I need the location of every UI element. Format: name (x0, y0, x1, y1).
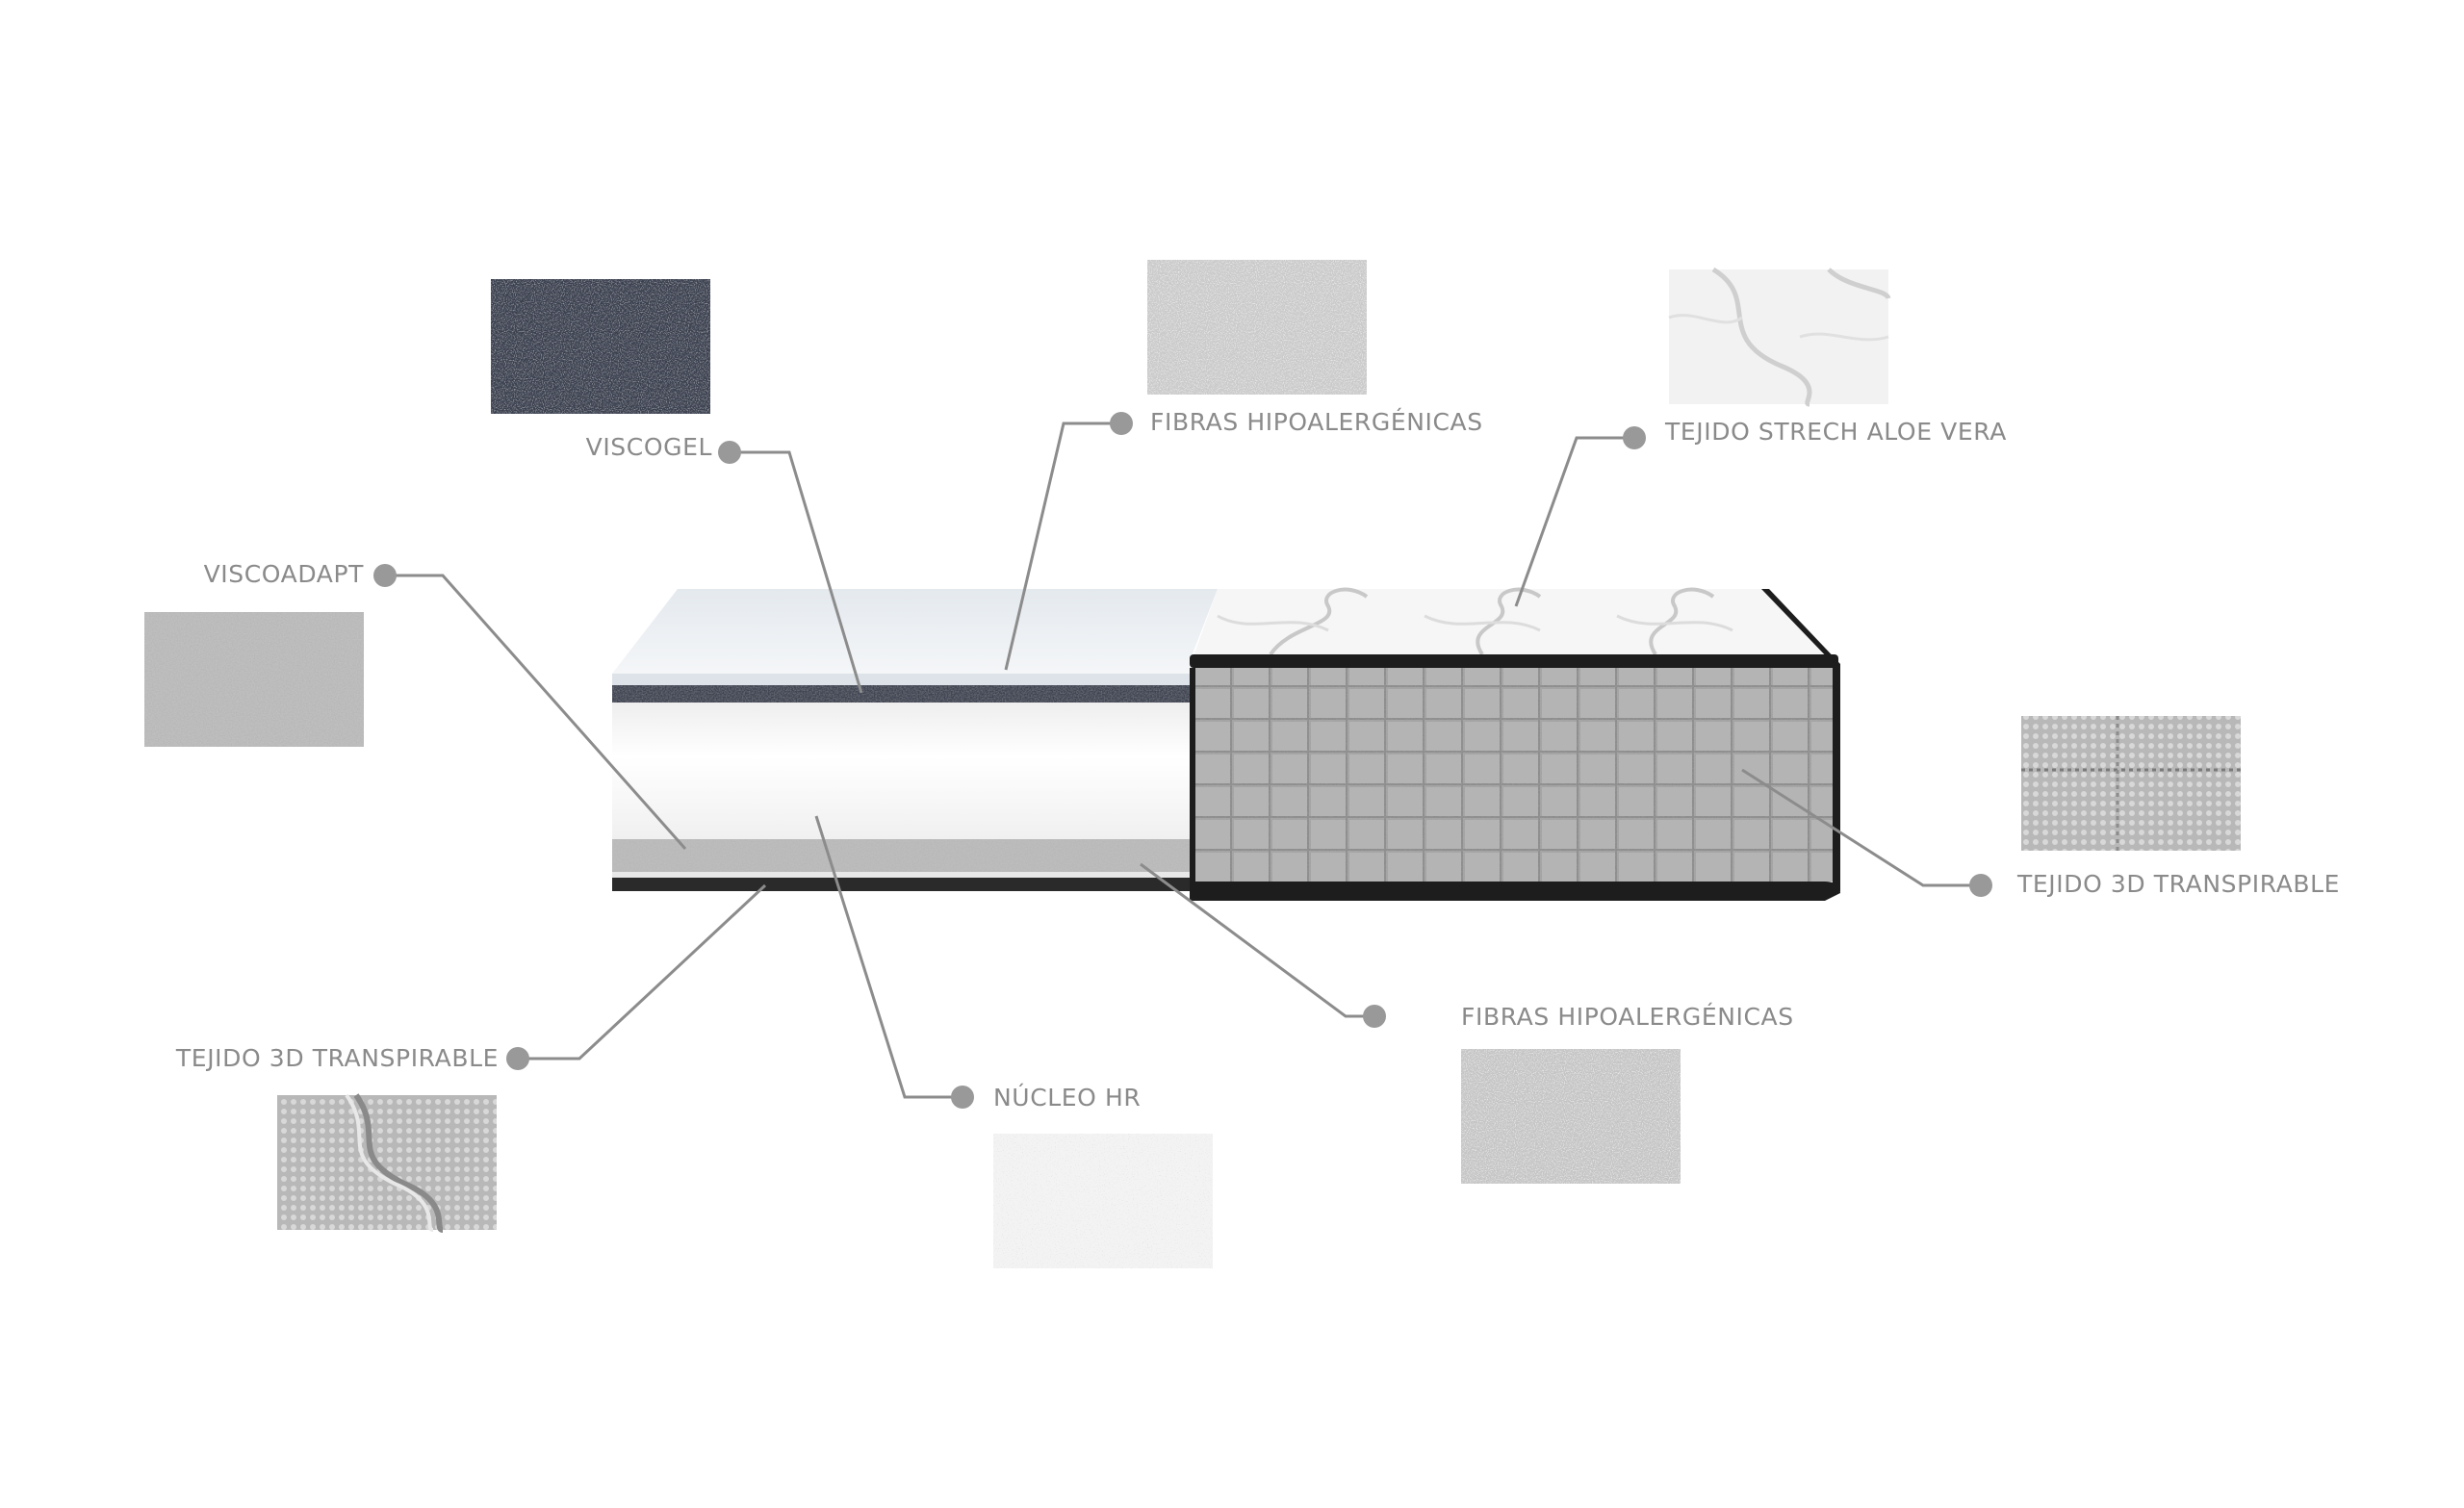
leader-nucleo (814, 815, 962, 1099)
label-fibras-bottom: FIBRAS HIPOALERGÉNICAS (1461, 1003, 1794, 1031)
dot-tejido3d-right (1969, 874, 1992, 897)
quilted-top-surface (1194, 589, 1834, 664)
leader-tejido3d-right (1741, 768, 1981, 887)
swatch-aloe (1668, 267, 1891, 407)
swatch-viscogel (491, 279, 710, 414)
swatch-fibras-bottom (1461, 1049, 1681, 1184)
label-viscogel: VISCOGEL (585, 433, 712, 461)
label-viscoadapt: VISCOADAPT (203, 560, 364, 588)
leader-viscogel (730, 450, 863, 694)
swatch-viscoadapt (144, 612, 364, 747)
dot-fibras-top (1110, 412, 1133, 435)
label-tejido3d-right: TEJIDO 3D TRANSPIRABLE (2017, 870, 2341, 898)
leader-lines (385, 422, 1981, 1099)
leader-tejido3d-left (518, 883, 767, 1061)
swatch-fibras-top (1147, 260, 1367, 395)
label-tejido3d-left: TEJIDO 3D TRANSPIRABLE (175, 1044, 499, 1072)
swatch-nucleo (993, 1134, 1213, 1268)
dot-aloe (1623, 426, 1646, 449)
leader-dots (373, 412, 1992, 1109)
bottom-border (612, 878, 1194, 891)
mattress-top-foam-face (612, 674, 1194, 685)
quilt-wave (1269, 587, 1715, 656)
dot-viscogel (718, 441, 741, 464)
swatch-tejido3d-right (2021, 716, 2241, 851)
dot-nucleo (951, 1086, 974, 1109)
label-fibras-top: FIBRAS HIPOALERGÉNICAS (1150, 408, 1483, 436)
label-aloe: TEJIDO STRECH ALOE VERA (1665, 418, 2007, 446)
label-nucleo: NÚCLEO HR (993, 1084, 1142, 1112)
dot-fibras-bottom (1363, 1005, 1386, 1028)
leader-aloe (1514, 436, 1634, 607)
dot-viscoadapt (373, 564, 397, 587)
dot-tejido3d-left (506, 1047, 529, 1070)
mattress (612, 587, 1840, 901)
leader-viscoadapt (385, 574, 687, 850)
hr-core-layer (612, 703, 1194, 839)
swatch-tejido3d-left (277, 1093, 497, 1233)
mattress-top-foam-surface (612, 589, 1218, 674)
leader-fibras-top (1004, 422, 1121, 671)
